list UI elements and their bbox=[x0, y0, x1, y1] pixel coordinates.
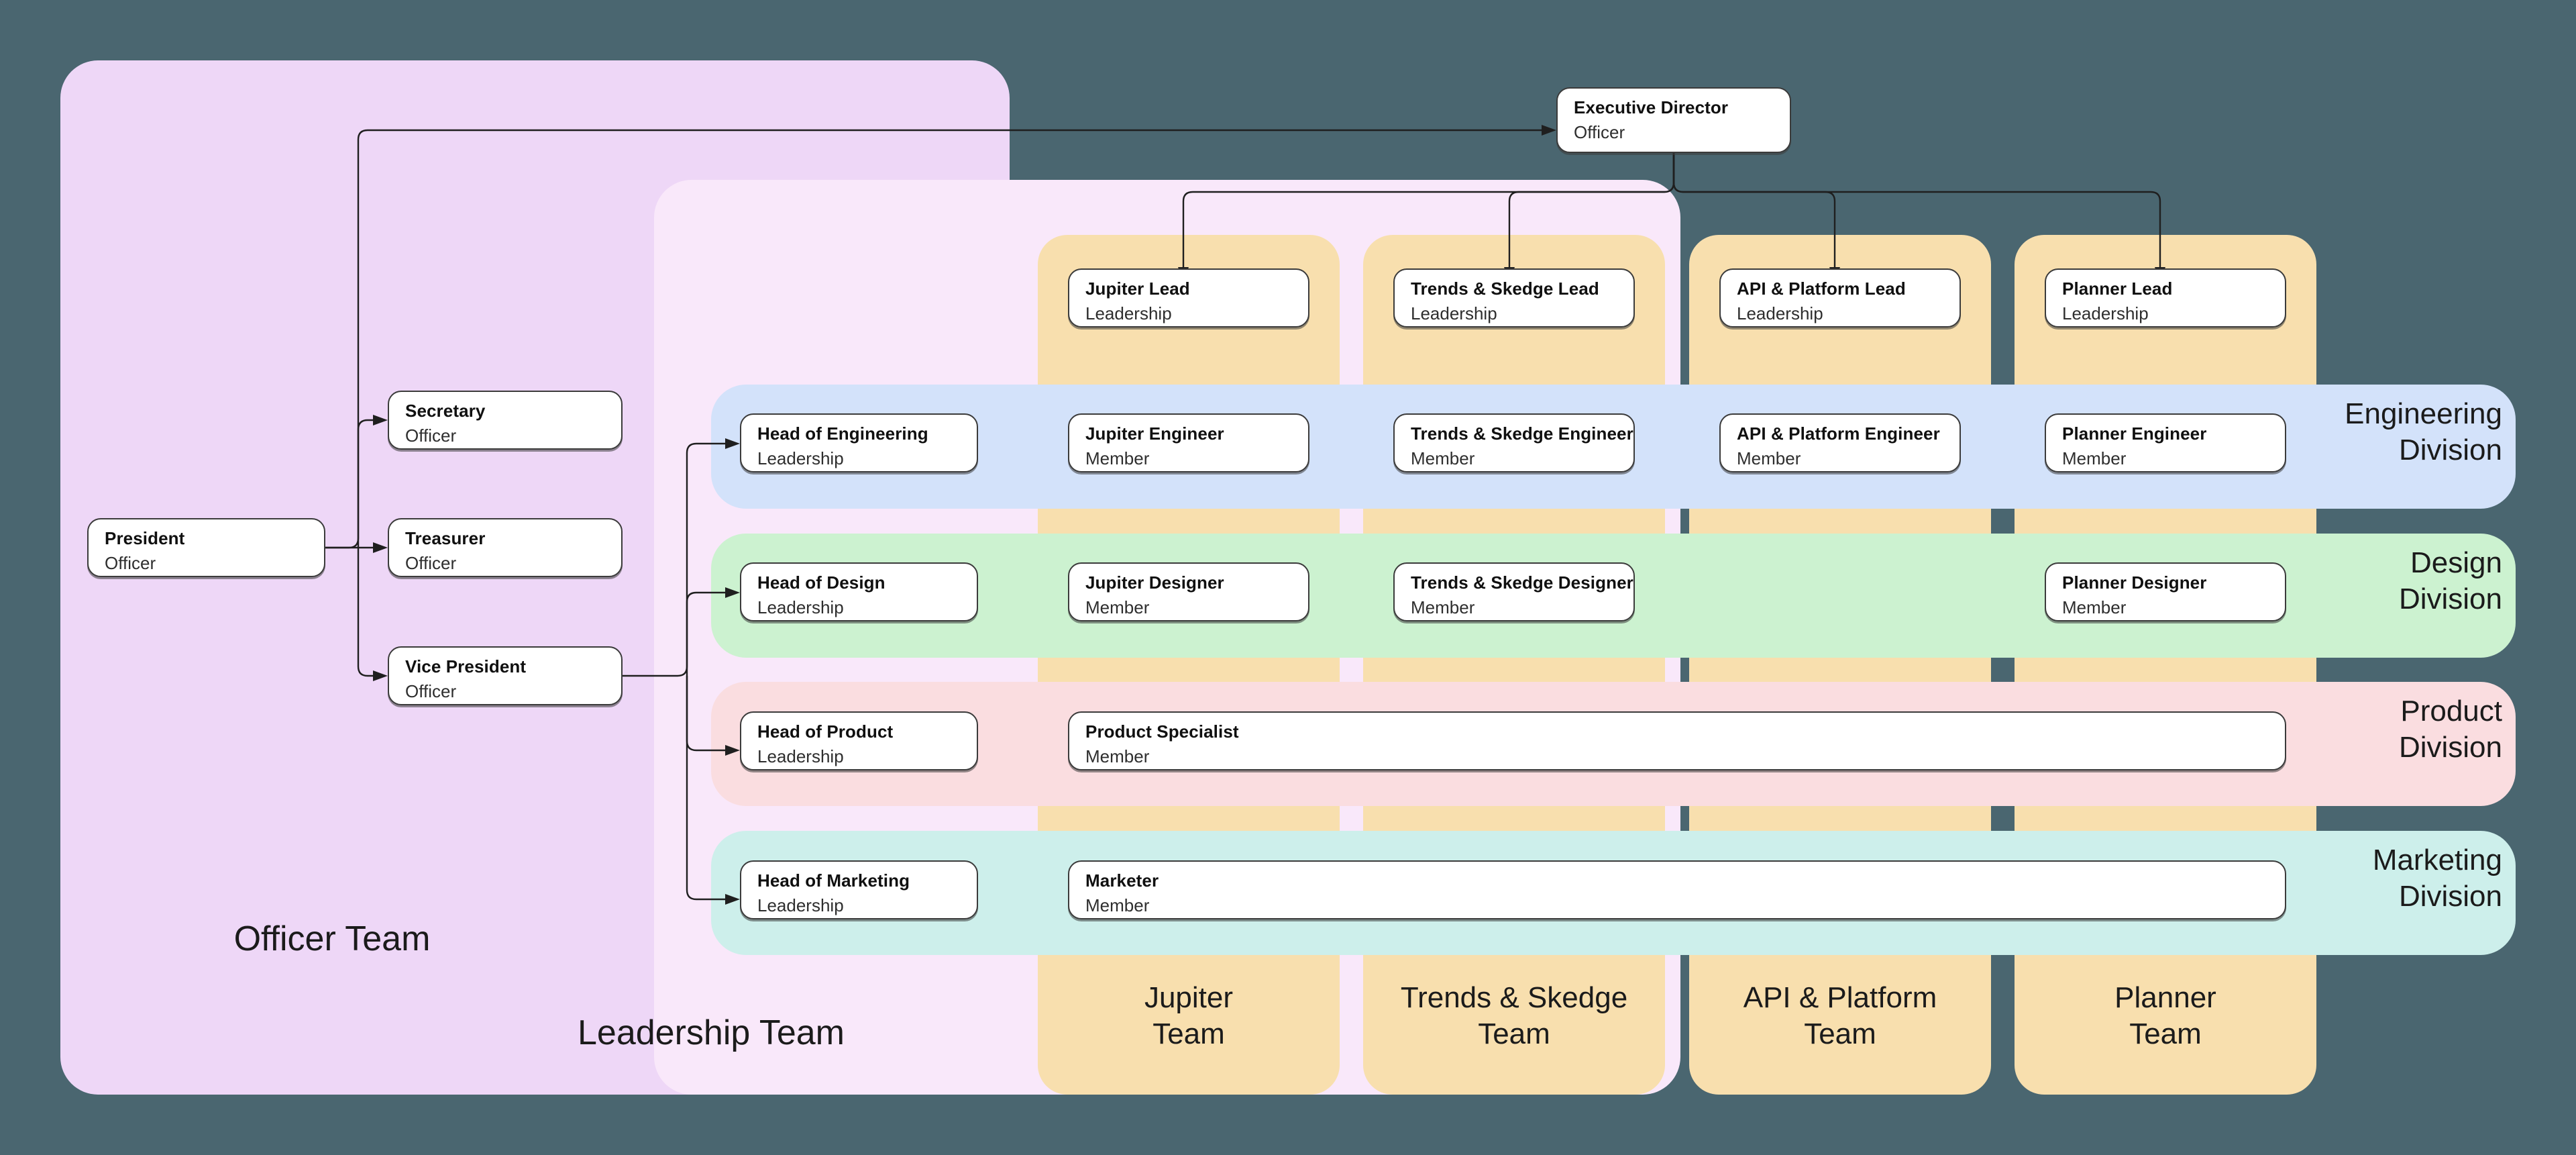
node-role: Leadership bbox=[1085, 303, 1172, 323]
node-title: Head of Product bbox=[757, 721, 894, 742]
node-role: Leadership bbox=[757, 597, 844, 617]
node-role: Member bbox=[1085, 895, 1150, 915]
node-role: Member bbox=[1411, 448, 1475, 468]
node-role: Officer bbox=[405, 552, 457, 573]
label-division-design: Design Division bbox=[2398, 546, 2502, 615]
node-title: Head of Engineering bbox=[757, 423, 928, 444]
node-role: Leadership bbox=[757, 746, 844, 766]
node-title: Trends & Skedge Engineer bbox=[1411, 423, 1633, 444]
node-title: Jupiter Engineer bbox=[1085, 423, 1224, 444]
node-planner-lead[interactable]: Planner Lead Leadership bbox=[2045, 268, 2286, 328]
node-role: Leadership bbox=[1737, 303, 1823, 323]
node-title: Planner Designer bbox=[2062, 572, 2207, 593]
node-role: Member bbox=[1085, 746, 1150, 766]
node-executive-director[interactable]: Executive Director Officer bbox=[1556, 87, 1791, 153]
node-role: Officer bbox=[405, 681, 457, 701]
group-team-api-platform[interactable] bbox=[1689, 235, 1991, 1095]
node-title: Head of Design bbox=[757, 572, 885, 593]
node-title: Planner Lead bbox=[2062, 279, 2173, 299]
node-title: Planner Engineer bbox=[2062, 423, 2207, 444]
node-marketer[interactable]: Marketer Member bbox=[1068, 860, 2286, 919]
group-team-planner[interactable] bbox=[2015, 235, 2316, 1095]
label-division-product: Product Division bbox=[2398, 695, 2502, 764]
node-role: Officer bbox=[405, 425, 457, 446]
node-title: Marketer bbox=[1085, 870, 1159, 891]
node-jupiter-lead[interactable]: Jupiter Lead Leadership bbox=[1068, 268, 1309, 328]
node-trends-skedge-designer[interactable]: Trends & Skedge Designer Member bbox=[1393, 562, 1635, 621]
node-trends-skedge-engineer[interactable]: Trends & Skedge Engineer Member bbox=[1393, 413, 1635, 472]
node-vice-president[interactable]: Vice President Officer bbox=[388, 646, 623, 705]
node-role: Leadership bbox=[757, 448, 844, 468]
node-role: Member bbox=[1737, 448, 1801, 468]
label-officer-team: Officer Team bbox=[233, 919, 431, 958]
node-product-specialist[interactable]: Product Specialist Member bbox=[1068, 711, 2286, 770]
node-role: Member bbox=[1085, 448, 1150, 468]
label-team-jupiter: Jupiter Team bbox=[1144, 981, 1234, 1050]
node-role: Member bbox=[2062, 448, 2127, 468]
node-title: Head of Marketing bbox=[757, 870, 910, 891]
node-title: President bbox=[105, 528, 185, 548]
node-title: Jupiter Lead bbox=[1085, 279, 1190, 299]
node-treasurer[interactable]: Treasurer Officer bbox=[388, 518, 623, 577]
node-role: Member bbox=[1085, 597, 1150, 617]
label-leadership-team: Leadership Team bbox=[578, 1013, 845, 1052]
node-trends-skedge-lead[interactable]: Trends & Skedge Lead Leadership bbox=[1393, 268, 1635, 328]
group-team-jupiter[interactable] bbox=[1038, 235, 1340, 1095]
node-head-of-engineering[interactable]: Head of Engineering Leadership bbox=[740, 413, 978, 472]
node-role: Officer bbox=[105, 552, 156, 573]
node-head-of-product[interactable]: Head of Product Leadership bbox=[740, 711, 978, 770]
node-title: API & Platform Engineer bbox=[1737, 423, 1940, 444]
node-role: Leadership bbox=[1411, 303, 1497, 323]
node-jupiter-engineer[interactable]: Jupiter Engineer Member bbox=[1068, 413, 1309, 472]
node-planner-designer[interactable]: Planner Designer Member bbox=[2045, 562, 2286, 621]
node-title: Executive Director bbox=[1574, 97, 1729, 117]
node-title: API & Platform Lead bbox=[1737, 279, 1906, 299]
node-title: Vice President bbox=[405, 656, 527, 676]
label-division-marketing: Marketing Division bbox=[2372, 844, 2502, 913]
node-role: Member bbox=[1411, 597, 1475, 617]
node-title: Treasurer bbox=[405, 528, 486, 548]
node-jupiter-designer[interactable]: Jupiter Designer Member bbox=[1068, 562, 1309, 621]
node-title: Product Specialist bbox=[1085, 721, 1239, 742]
node-president[interactable]: President Officer bbox=[87, 518, 325, 577]
node-title: Trends & Skedge Lead bbox=[1411, 279, 1599, 299]
node-head-of-marketing[interactable]: Head of Marketing Leadership bbox=[740, 860, 978, 919]
node-head-of-design[interactable]: Head of Design Leadership bbox=[740, 562, 978, 621]
label-team-planner: Planner Team bbox=[2114, 981, 2216, 1050]
node-title: Jupiter Designer bbox=[1085, 572, 1224, 593]
node-title: Secretary bbox=[405, 401, 486, 421]
node-title: Trends & Skedge Designer bbox=[1411, 572, 1633, 593]
label-team-trends-skedge: Trends & Skedge Team bbox=[1400, 981, 1628, 1050]
node-api-platform-lead[interactable]: API & Platform Lead Leadership bbox=[1719, 268, 1961, 328]
node-api-platform-engineer[interactable]: API & Platform Engineer Member bbox=[1719, 413, 1961, 472]
node-role: Officer bbox=[1574, 121, 1625, 142]
node-role: Leadership bbox=[757, 895, 844, 915]
node-secretary[interactable]: Secretary Officer bbox=[388, 391, 623, 450]
label-division-engineering: Engineering Division bbox=[2345, 397, 2502, 466]
group-team-trends-skedge[interactable] bbox=[1363, 235, 1665, 1095]
label-team-api-platform: API & Platform Team bbox=[1743, 981, 1937, 1050]
node-role: Member bbox=[2062, 597, 2127, 617]
node-planner-engineer[interactable]: Planner Engineer Member bbox=[2045, 413, 2286, 472]
node-role: Leadership bbox=[2062, 303, 2149, 323]
